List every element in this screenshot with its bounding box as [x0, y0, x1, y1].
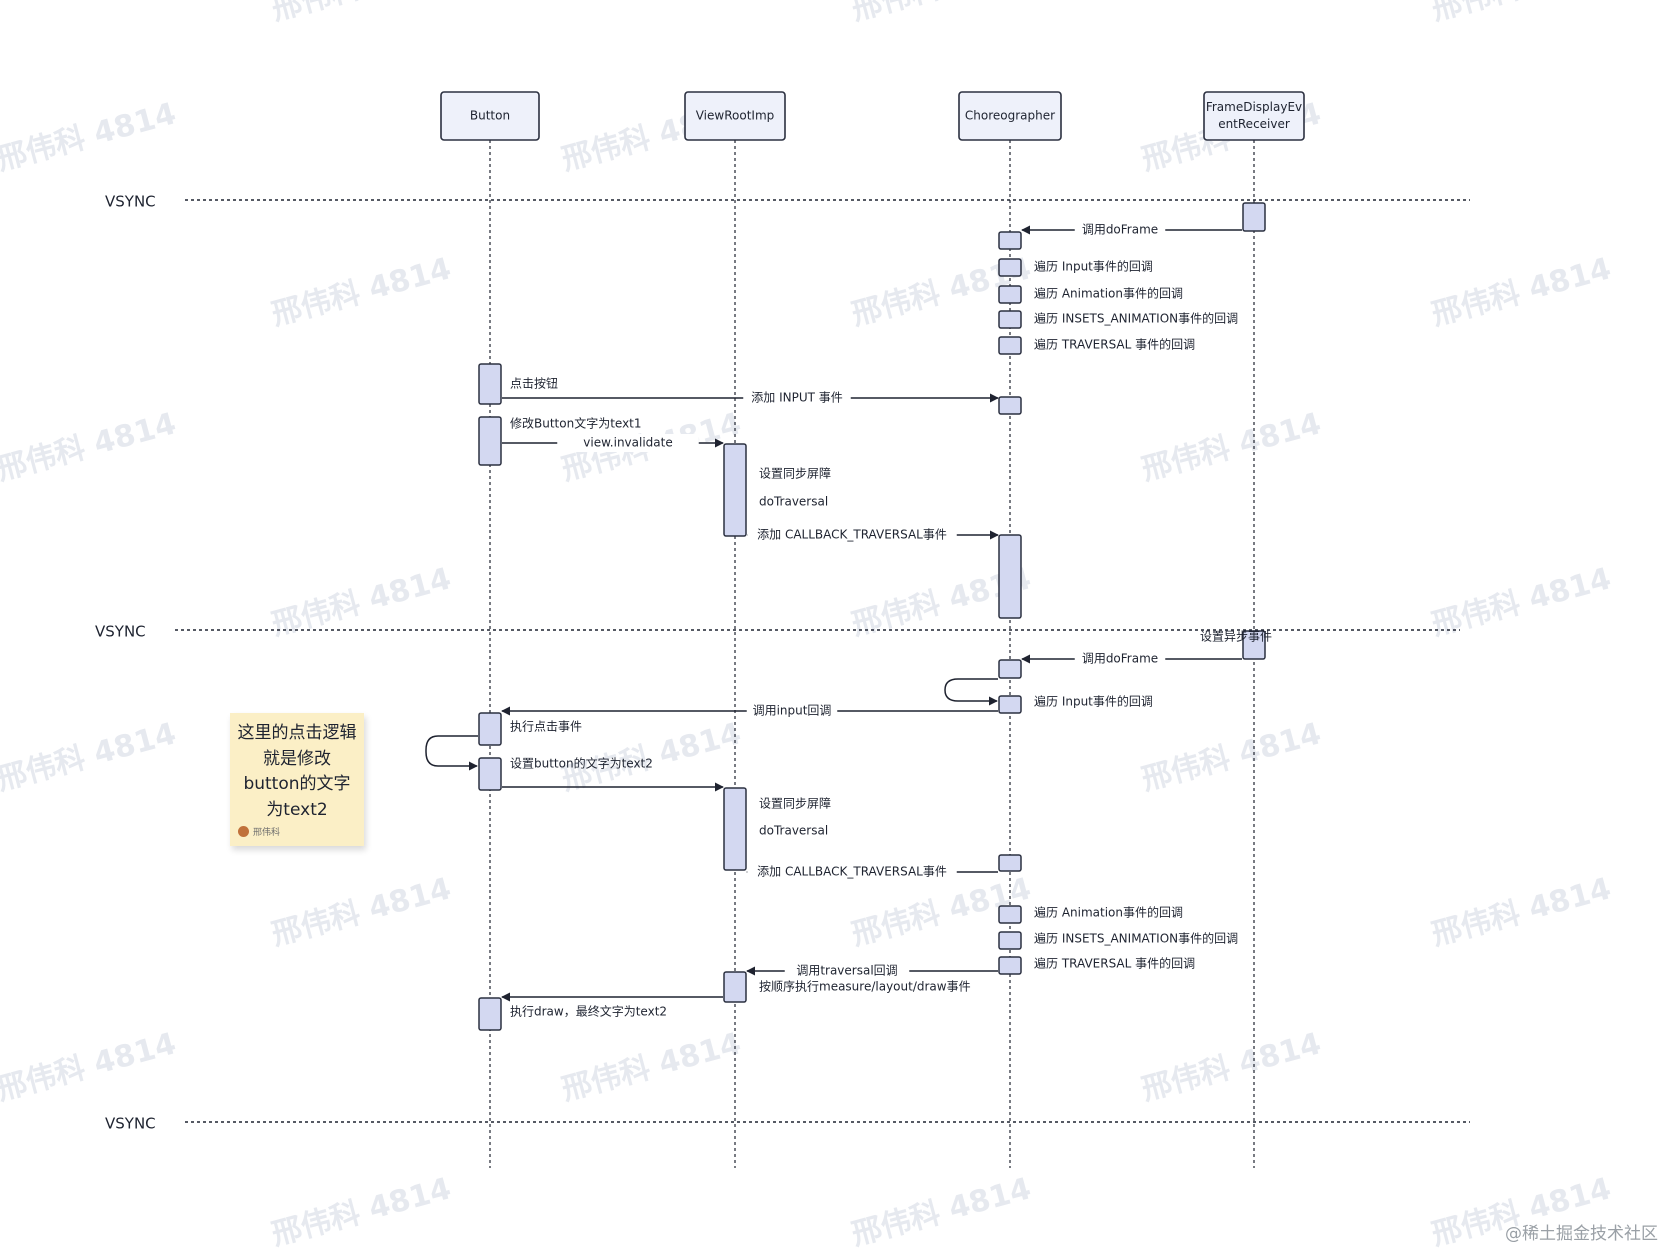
- activation-choreographer: [998, 310, 1022, 329]
- message-label-bg: [784, 962, 910, 980]
- watermark-text: 邢伟科 4814: [1138, 406, 1325, 487]
- annotation-text: 遍历 Input事件的回调: [1034, 694, 1153, 709]
- activation-choreographer: [998, 231, 1022, 250]
- vsync-label: VSYNC: [95, 623, 146, 641]
- participant-button: [440, 91, 540, 141]
- message-label-bg: [743, 389, 851, 407]
- watermark-text: 邢伟科 4814: [1428, 0, 1615, 28]
- annotation-text: 设置button的文字为text2: [510, 756, 653, 771]
- activation-choreographer: [998, 956, 1022, 975]
- annotation-text: 按顺序执行measure/layout/draw事件: [759, 979, 971, 994]
- annotation-text: 遍历 TRAVERSAL 事件的回调: [1034, 956, 1195, 971]
- sticky-note-author-name: 邢伟科: [253, 828, 281, 838]
- watermark-text: 邢伟科 4814: [0, 1026, 180, 1107]
- activation-fder: [1242, 202, 1266, 232]
- annotation-text: 点击按钮: [510, 376, 558, 391]
- annotation-text: doTraversal: [759, 495, 828, 509]
- message-label: 调用doFrame: [1082, 223, 1158, 237]
- message-label: view.invalidate: [583, 436, 672, 450]
- activation-choreographer: [998, 905, 1022, 924]
- vsync-label: VSYNC: [105, 1115, 156, 1133]
- sticky-note-author: 邢伟科: [238, 825, 280, 838]
- watermark-text: 邢伟科 4814: [848, 1171, 1035, 1248]
- activation-choreographer: [998, 534, 1022, 619]
- annotation-text: 执行点击事件: [510, 720, 582, 734]
- annotation-text: 设置异步事件: [1200, 630, 1272, 644]
- author-avatar-icon: [238, 826, 249, 837]
- activation-choreographer: [998, 854, 1022, 872]
- activation-choreographer: [998, 258, 1022, 277]
- self-call-loop: [425, 735, 478, 771]
- participant-label: Button: [470, 109, 510, 123]
- message-label-bg: [557, 434, 699, 452]
- activation-fder: [1242, 630, 1266, 660]
- message-label-bg: [1074, 221, 1166, 239]
- sticky-note: 这里的点击逻辑就是修改button的文字为text2 邢伟科: [230, 713, 364, 846]
- activation-choreographer: [998, 695, 1022, 714]
- activation-choreographer: [998, 285, 1022, 304]
- activation-viewrootimp: [723, 443, 747, 537]
- annotation-text: 遍历 Input事件的回调: [1034, 259, 1153, 274]
- vsync-label: VSYNC: [105, 193, 156, 211]
- activation-viewrootimp: [723, 971, 747, 1003]
- message-label: 添加 CALLBACK_TRAVERSAL事件: [757, 865, 947, 879]
- message-label-bg: [747, 526, 957, 544]
- annotation-text: 遍历 INSETS_ANIMATION事件的回调: [1034, 311, 1238, 326]
- site-credit: @稀土掘金技术社区: [1505, 1224, 1658, 1244]
- watermark-text: 邢伟科 4814: [0, 96, 180, 177]
- participant-label: FrameDisplayEv: [1206, 100, 1302, 114]
- annotation-text: doTraversal: [759, 824, 828, 838]
- participant-fder: [1203, 91, 1305, 141]
- watermark-text: 邢伟科 4814: [0, 406, 180, 487]
- participant-label: entReceiver: [1218, 117, 1290, 131]
- watermark-text: 邢伟科 4814: [558, 1026, 745, 1107]
- activation-viewrootimp: [723, 787, 747, 871]
- activation-button: [478, 712, 502, 746]
- message-label: 添加 INPUT 事件: [751, 391, 843, 405]
- watermark-text: 邢伟科 4814: [268, 871, 455, 952]
- annotation-text: 设置同步屏障: [759, 466, 831, 481]
- message-label-bg: [1074, 650, 1166, 668]
- message-label: 调用input回调: [753, 704, 832, 718]
- watermark-text: 邢伟科 4814: [0, 716, 180, 797]
- watermark-text: 邢伟科 4814: [1428, 251, 1615, 332]
- watermark-text: 邢伟科 4814: [1138, 1026, 1325, 1107]
- annotation-text: 遍历 TRAVERSAL 事件的回调: [1034, 337, 1195, 352]
- watermark-text: 邢伟科 4814: [1428, 561, 1615, 642]
- message-label: 添加 CALLBACK_TRAVERSAL事件: [757, 528, 947, 542]
- participant-label: ViewRootImp: [696, 109, 775, 123]
- watermark-text: 邢伟科 4814: [1138, 716, 1325, 797]
- annotation-text: 遍历 INSETS_ANIMATION事件的回调: [1034, 931, 1238, 946]
- participant-choreographer: [958, 91, 1062, 141]
- watermark-text: 邢伟科 4814: [1428, 871, 1615, 952]
- annotation-text: 修改Button文字为text1: [510, 416, 642, 431]
- annotation-text: 遍历 Animation事件的回调: [1034, 286, 1183, 301]
- annotation-text: 遍历 Animation事件的回调: [1034, 905, 1183, 920]
- activation-button: [478, 757, 502, 791]
- self-call-loop: [944, 678, 998, 706]
- watermark-text: 邢伟科 4814: [268, 0, 455, 28]
- watermark-text: 邢伟科 4814: [268, 1171, 455, 1248]
- activation-button: [478, 363, 502, 405]
- message-label: 调用traversal回调: [796, 964, 897, 978]
- activation-button: [478, 416, 502, 466]
- activation-choreographer: [998, 396, 1022, 415]
- activation-choreographer: [998, 336, 1022, 355]
- activation-button: [478, 997, 502, 1031]
- message-label-bg: [747, 863, 957, 881]
- message-label-bg: [746, 702, 838, 720]
- message-label: 调用doFrame: [1082, 652, 1158, 666]
- participant-label: Choreographer: [965, 109, 1055, 123]
- activation-choreographer: [998, 659, 1022, 679]
- annotation-text: 执行draw，最终文字为text2: [510, 1004, 667, 1019]
- sticky-note-text: 这里的点击逻辑就是修改button的文字为text2: [237, 723, 357, 820]
- watermark-text: 邢伟科 4814: [268, 251, 455, 332]
- watermark-text: 邢伟科 4814: [848, 0, 1035, 28]
- participant-viewrootimp: [684, 91, 786, 141]
- annotation-text: 设置同步屏障: [759, 796, 831, 811]
- activation-choreographer: [998, 931, 1022, 950]
